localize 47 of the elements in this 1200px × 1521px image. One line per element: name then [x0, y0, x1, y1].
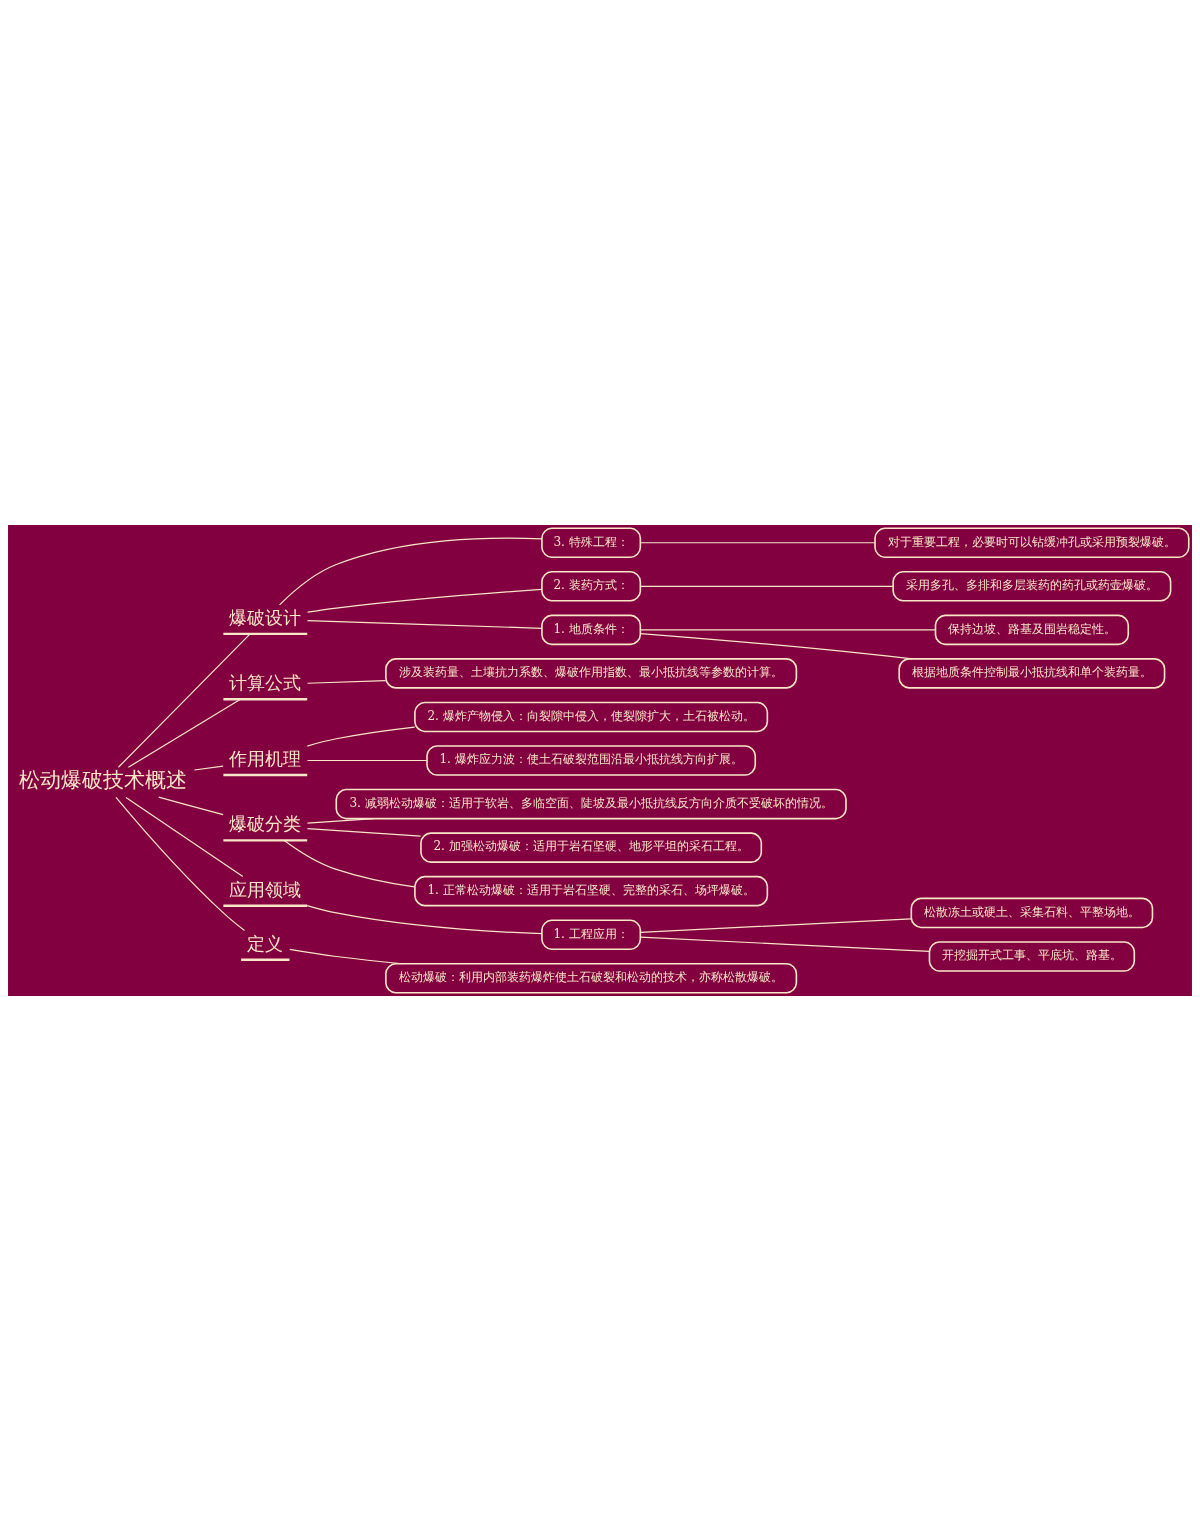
connector	[127, 698, 242, 768]
connector	[639, 936, 930, 953]
connector	[639, 542, 876, 544]
connector	[115, 796, 246, 932]
connector	[639, 632, 913, 660]
node-box: 1. 正常松动爆破：适用于岩石坚硬、完整的采石、场坪爆破。	[414, 875, 769, 907]
node-box: 松散冻土或硬土、采集石料、平整场地。	[910, 897, 1154, 929]
node-text: 定义	[247, 933, 284, 954]
connector	[193, 765, 224, 771]
node-box: 2. 装药方式：	[541, 570, 642, 602]
node-text: 计算公式	[229, 673, 302, 694]
connector	[306, 828, 422, 837]
node-box: 1. 爆炸应力波：使土石破裂范围沿最小抵抗线方向扩展。	[426, 745, 757, 776]
node-box: 开挖掘开式工事、平底坑、路基。	[928, 941, 1136, 972]
connector	[306, 620, 543, 629]
node-box: 1. 地质条件：	[541, 614, 642, 646]
connector	[306, 759, 428, 762]
connector	[306, 588, 543, 613]
node-text: 爆破设计	[229, 607, 302, 628]
connector	[117, 633, 251, 768]
connector	[639, 629, 937, 631]
node-box: 对于重要工程，必要时可以钻缓冲孔或采用预裂爆破。	[874, 527, 1190, 559]
connector	[158, 796, 224, 816]
node-text: 应用领域	[229, 879, 302, 900]
node-box: 根据地质条件控制最小抵抗线和单个装药量。	[898, 658, 1166, 689]
node-box: 3. 特殊工程：	[541, 527, 642, 559]
node-text: 作用机理	[229, 749, 302, 770]
connector	[306, 679, 387, 684]
node-box: 1. 工程应用：	[541, 919, 642, 951]
node-text: 爆破分类	[229, 814, 302, 835]
node-box: 2. 爆炸产物侵入：向裂隙中侵入，使裂隙扩大，土石被松动。	[414, 701, 769, 733]
connector	[278, 537, 543, 606]
connector	[639, 918, 912, 933]
connector	[125, 796, 244, 878]
connector	[306, 817, 375, 824]
node-box: 采用多孔、多排和多层装药的药孔或药壶爆破。	[892, 570, 1172, 602]
connector	[289, 948, 404, 965]
node-box: 2. 加强松动爆破：适用于岩石坚硬、地形平坦的采石工程。	[420, 832, 763, 863]
node-text: 松动爆破技术概述	[18, 768, 187, 793]
node-box: 3. 减弱松动爆破：适用于软岩、多临空面、陡坡及最小抵抗线反方向介质不受破坏的情况。	[335, 788, 847, 820]
connector	[639, 585, 894, 587]
node-box: 保持边坡、路基及围岩稳定性。	[934, 614, 1130, 646]
connector	[306, 726, 416, 747]
connector	[283, 839, 416, 888]
connector	[306, 904, 543, 935]
node-box: 涉及装药量、土壤抗力系数、爆破作用指数、最小抵抗线等参数的计算。	[385, 658, 798, 689]
node-box: 松动爆破：利用内部装药爆炸使土石破裂和松动的技术，亦称松散爆破。	[385, 962, 798, 994]
